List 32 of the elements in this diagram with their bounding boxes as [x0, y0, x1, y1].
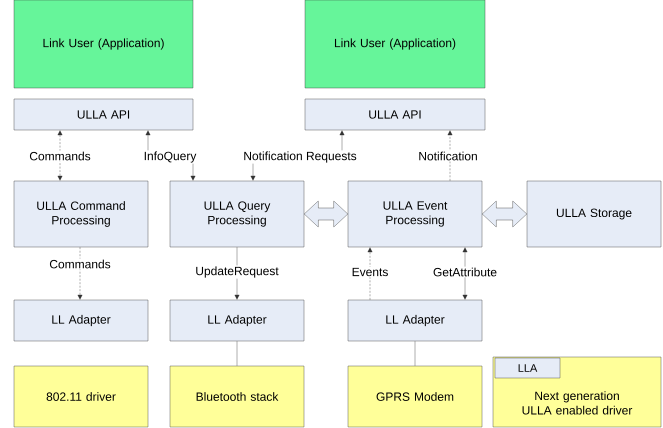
- application-box: Link User (Application): [14, 0, 194, 88]
- api-box: ULLA API: [304, 98, 486, 130]
- process-box: ULLA Event Processing: [348, 180, 482, 248]
- driver-box: GPRS Modem: [348, 366, 482, 428]
- block-arrow: [304, 200, 348, 228]
- arrow: [368, 247, 372, 300]
- connector-line: [414, 341, 416, 366]
- arrow: [448, 130, 452, 181]
- storage-box: ULLA Storage: [526, 180, 662, 248]
- arrow: [78, 247, 82, 300]
- driver-box: 802.11 driver: [14, 366, 148, 428]
- application-box: Link User (Application): [304, 0, 486, 88]
- driver-box: Bluetooth stack: [170, 366, 304, 428]
- edge-label: Commands: [48, 258, 112, 270]
- connector-line: [236, 341, 238, 366]
- edge-label: GetAttribute: [432, 266, 498, 278]
- edge-label: Commands: [28, 150, 92, 162]
- edge-label: UpdateRequest: [194, 265, 280, 279]
- adapter-box: LL Adapter: [348, 300, 482, 342]
- process-box: ULLA Query Processing: [170, 180, 304, 248]
- adapter-box: LL Adapter: [14, 300, 148, 342]
- block-arrow: [482, 200, 527, 228]
- edge-label: Notification Requests: [242, 150, 358, 164]
- process-box: ULLA Command Processing: [14, 180, 148, 248]
- api-box: ULLA API: [14, 98, 194, 130]
- arrow: [462, 247, 468, 300]
- adapter-box: LL Adapter: [170, 300, 304, 342]
- arrow: [58, 130, 62, 181]
- tag-box: LLA: [494, 358, 560, 378]
- edge-label: Events: [350, 266, 390, 278]
- edge-label: InfoQuery: [142, 150, 198, 164]
- edge-label: Notification: [417, 150, 479, 162]
